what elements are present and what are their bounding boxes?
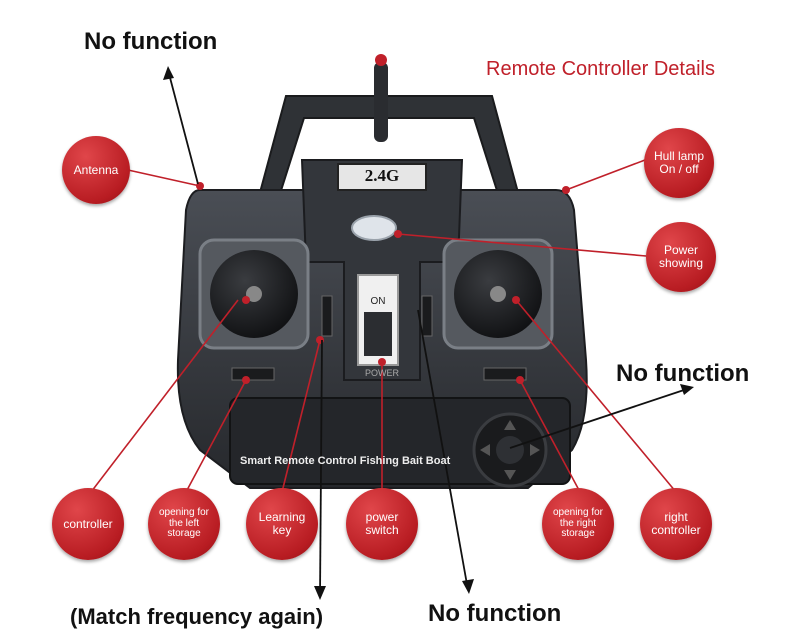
switch-power-label: POWER — [364, 368, 399, 378]
label-power-showing: Power showing — [646, 222, 716, 292]
note-no-function-bottom: No function — [428, 600, 562, 627]
label-antenna: Antenna — [62, 136, 130, 204]
label-power-switch: power switch — [346, 488, 418, 560]
panel-text: Smart Remote Control Fishing Bait Boat — [240, 455, 451, 467]
label-right-storage: opening for the right storage — [542, 488, 614, 560]
frequency-badge: 2.4G — [364, 166, 400, 185]
center-tower — [300, 159, 464, 381]
label-hull-lamp: Hull lamp On / off — [644, 128, 714, 198]
label-controller: controller — [52, 488, 124, 560]
antenna — [374, 62, 388, 142]
label-left-storage: opening for the left storage — [148, 488, 220, 560]
power-switch-toggle — [364, 312, 392, 356]
frequency-badge-box — [337, 163, 427, 191]
note-no-function-top: No function — [84, 28, 218, 55]
switch-on-label: ON — [370, 296, 386, 307]
note-match-frequency: (Match frequency again) — [70, 604, 324, 629]
power-led — [351, 215, 397, 241]
page-title: Remote Controller Details — [486, 58, 715, 80]
note-no-function-right: No function — [616, 360, 750, 387]
label-right-controller: right controller — [640, 488, 712, 560]
label-learning-key: Learning key — [246, 488, 318, 560]
antenna-pointer-dot — [375, 54, 387, 66]
